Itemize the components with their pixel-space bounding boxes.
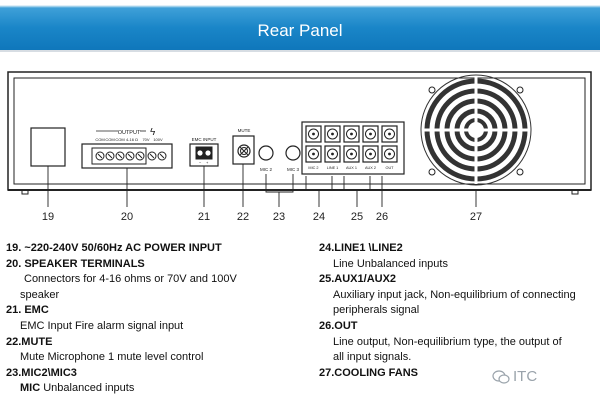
item-25-desc-2: peripherals signal [333, 304, 420, 317]
mute-label: MUTE [238, 128, 251, 133]
terminal-label-4: 4-16 Ω [126, 137, 138, 142]
item-21-desc: EMC Input Fire alarm signal input [20, 319, 184, 332]
item-19-heading: 19. ~220-240V 50/60Hz AC POWER INPUT [6, 242, 222, 254]
svg-text:−: − [199, 160, 202, 165]
item-22-desc: Mute Microphone 1 mute level control [20, 351, 204, 364]
item-27-heading: 27.COOLING FANS [319, 366, 419, 379]
callout-24: 24 [313, 211, 325, 223]
mic-inputs [258, 145, 301, 161]
mic2-label: MIC 2 [260, 167, 272, 172]
lightning-icon: ϟ [150, 127, 156, 138]
item-22-heading: 22.MUTE [6, 335, 53, 348]
callout-21: 21 [198, 211, 210, 223]
item-24-desc: Line Unbalanced inputs [333, 257, 448, 270]
ac-power-input [30, 127, 66, 167]
mic3-label: MIC 3 [287, 167, 299, 172]
callout-25: 25 [351, 211, 363, 223]
mute-control: MUTE [232, 128, 255, 165]
callout-20: 20 [121, 211, 133, 223]
callout-22: 22 [237, 211, 249, 223]
terminal-label-1: COM [95, 137, 104, 142]
jack-label-1: MIC 2 [308, 166, 318, 170]
watermark-text: ITC [513, 368, 538, 385]
terminal-label-5: 70V [142, 137, 149, 142]
item-25-desc-1: Auxiliary input jack, Non-equilibrium of… [333, 288, 576, 301]
item-23-heading: 23.MIC2\MIC3 [6, 366, 77, 379]
item-23-desc: MIC Unbalanced inputs [20, 382, 135, 395]
wechat-icon [492, 370, 510, 384]
svg-text:+: + [206, 160, 209, 165]
legend-right-column: 24.LINE1 \LINE2 Line Unbalanced inputs 2… [319, 241, 597, 381]
callout-26: 26 [376, 211, 388, 223]
item-20-desc-1: Connectors for 4-16 ohms or 70V and 100V [24, 273, 237, 286]
item-24-heading: 24.LINE1 \LINE2 [319, 242, 403, 254]
item-20-desc-2: speaker [20, 288, 60, 301]
rca-jack-block: MIC 2 LINE 1 AUX 1 AUX 2 OUT [301, 121, 405, 175]
terminal-label-6: 100V [153, 137, 163, 142]
jack-label-4: AUX 2 [365, 166, 376, 170]
item-26-heading: 26.OUT [319, 319, 358, 332]
jack-label-2: LINE 1 [327, 166, 339, 170]
callout-23: 23 [273, 211, 285, 223]
callout-27: 27 [470, 211, 482, 223]
speaker-terminals: OUTPUT ϟ COM COM COM 4-16 Ω 70V 100V [81, 127, 173, 169]
item-21-heading: 21. EMC [6, 304, 49, 317]
jack-label-5: OUT [385, 166, 394, 170]
chassis [7, 71, 592, 195]
output-label: OUTPUT [118, 130, 141, 136]
jack-label-3: AUX 1 [346, 166, 357, 170]
item-26-desc-1: Line output, Non-equilibrium type, the o… [333, 335, 562, 348]
rear-panel-diagram: OUTPUT ϟ COM COM COM 4-16 Ω 70V 100V EMC… [7, 71, 592, 223]
page-title: Rear Panel [257, 21, 343, 40]
item-26-desc-2: all input signals. [333, 351, 412, 364]
item-25-heading: 25.AUX1/AUX2 [319, 273, 397, 286]
emc-input: EMC INPUT − + [189, 137, 219, 167]
callout-19: 19 [42, 211, 54, 223]
cooling-fan-grille [420, 74, 532, 186]
legend-left-column: 19. ~220-240V 50/60Hz AC POWER INPUT 20.… [6, 241, 306, 397]
item-20-heading: 20. SPEAKER TERMINALS [6, 257, 145, 270]
fan-screws [428, 86, 524, 176]
terminal-label-2: COM [105, 137, 114, 142]
emc-input-label: EMC INPUT [192, 137, 217, 142]
title-banner: Rear Panel [0, 0, 600, 52]
callout-lines [47, 164, 477, 207]
terminal-label-3: COM [115, 137, 124, 142]
